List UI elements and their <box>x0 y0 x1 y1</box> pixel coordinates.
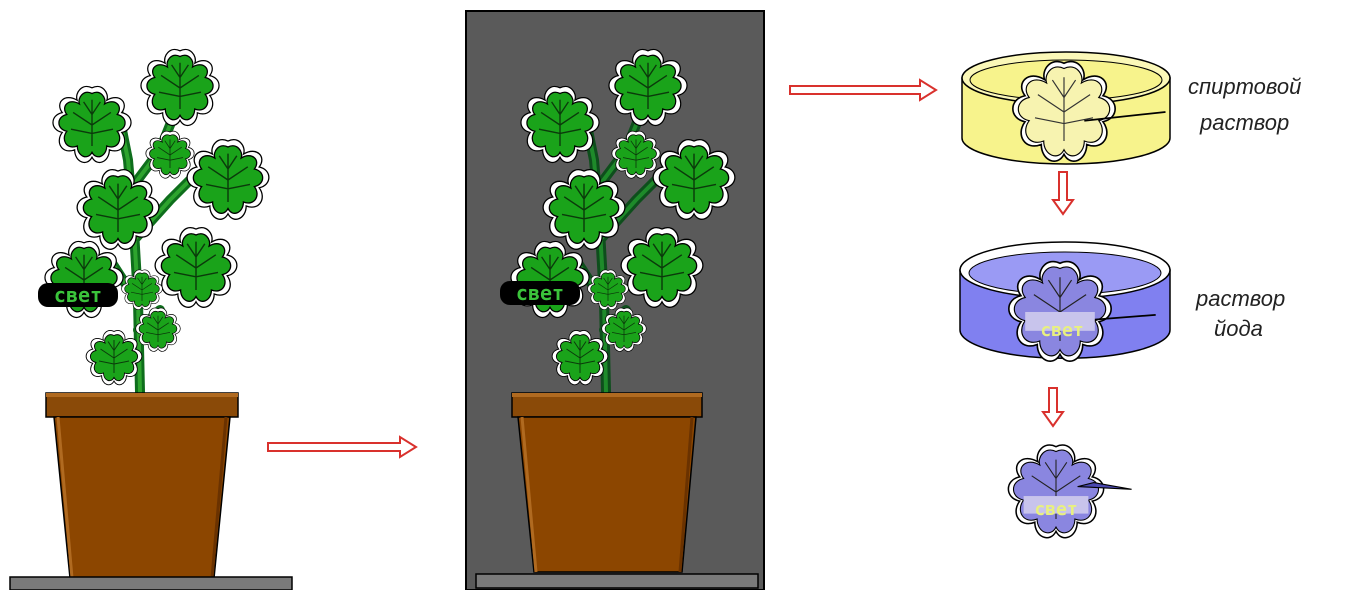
shelf <box>9 576 293 590</box>
light-mark-label: свет <box>1034 499 1077 520</box>
arrow-icon <box>267 435 418 459</box>
alcohol-solution-label-line1: спиртовой <box>1188 74 1301 99</box>
plant-icon: свет <box>38 49 269 397</box>
stained-leaf: свет <box>1007 444 1132 539</box>
light-mark-label: свет <box>1040 320 1083 341</box>
iodine-solution-label-line2: йода <box>1214 316 1263 341</box>
pot-icon <box>511 392 703 573</box>
dish-alcohol: спиртовой раствор <box>961 51 1301 165</box>
plant-icon: свет <box>500 49 735 397</box>
pot-icon <box>45 392 239 579</box>
dish-icon <box>961 51 1171 165</box>
shelf <box>475 573 759 589</box>
alcohol-solution-label-line2: раствор <box>1199 110 1289 135</box>
arrow-icon <box>1051 171 1075 216</box>
leaf-icon <box>1008 260 1156 362</box>
leaf-icon <box>1012 60 1166 162</box>
plant-in-light: свет <box>9 49 293 590</box>
light-mark-label: свет <box>516 281 564 305</box>
arrow-icon <box>789 78 938 102</box>
leaf-icon <box>1007 444 1132 539</box>
plant-in-dark-box: свет <box>465 10 765 590</box>
iodine-solution-label-line1: раствор <box>1195 286 1285 311</box>
arrow-icon <box>1041 387 1065 428</box>
dish-iodine: свет раствор йода <box>959 241 1285 362</box>
light-mark-label: свет <box>54 283 102 307</box>
